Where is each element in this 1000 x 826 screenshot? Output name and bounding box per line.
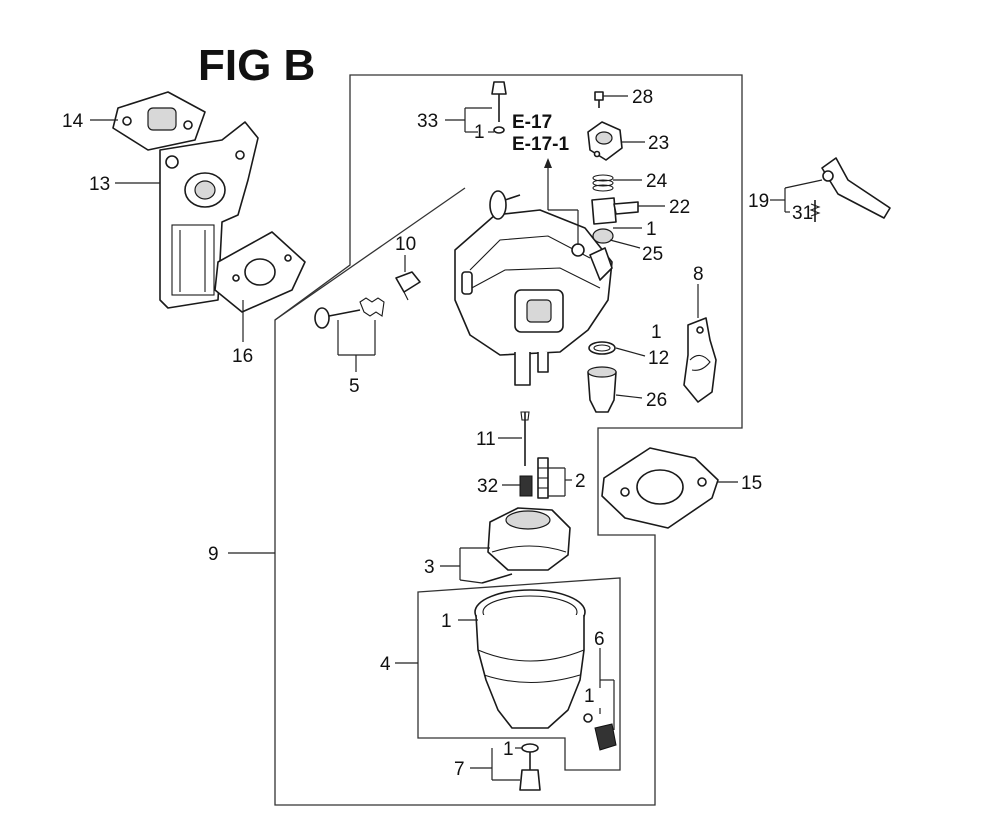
needle-part-11 — [520, 411, 530, 466]
drain-screw-part-6 — [583, 713, 617, 751]
screw-part-33 — [491, 81, 507, 134]
label-6: 6 — [594, 629, 605, 650]
label-24: 24 — [646, 171, 668, 192]
label-15: 15 — [741, 473, 762, 494]
spring-part-24 — [592, 174, 614, 192]
label-1-bolt: 1 — [503, 739, 514, 760]
carburetor-body — [454, 190, 613, 386]
bolt-part-7 — [519, 743, 541, 791]
lever-part-19 — [809, 157, 891, 222]
gasket-part-15 — [601, 447, 719, 529]
label-22: 22 — [669, 197, 690, 218]
cap-part-23 — [587, 121, 623, 161]
label-4: 4 — [380, 654, 391, 675]
label-1-mid: 1 — [651, 322, 662, 343]
pilot-screw-part-5 — [314, 297, 385, 329]
label-10: 10 — [395, 234, 416, 255]
leader-lines — [90, 95, 823, 781]
gasket-part-16 — [214, 231, 306, 313]
label-25: 25 — [642, 244, 663, 265]
label-2: 2 — [575, 471, 586, 492]
frame-diagonal — [274, 187, 466, 321]
label-3: 3 — [424, 557, 435, 578]
float-bowl-frame — [417, 577, 621, 771]
bracket-part-8 — [683, 317, 717, 403]
label-14: 14 — [62, 111, 84, 132]
float-bowl-part-4 — [474, 589, 586, 729]
label-33: 33 — [417, 111, 438, 132]
screw-part-28 — [594, 91, 604, 108]
valve-part-22 — [591, 197, 639, 225]
jet-part-2 — [537, 457, 549, 499]
jet-part-26 — [587, 366, 617, 413]
label-13: 13 — [89, 174, 110, 195]
label-28: 28 — [632, 87, 653, 108]
label-26: 26 — [646, 390, 667, 411]
label-32: 32 — [477, 476, 498, 497]
label-11: 11 — [476, 429, 496, 450]
label-1-upper: 1 — [646, 219, 657, 240]
label-1-bowl: 1 — [441, 611, 452, 632]
label-16: 16 — [232, 346, 253, 367]
label-7: 7 — [454, 759, 465, 780]
label-e17: E-17 — [512, 112, 552, 133]
seal-part-25 — [592, 228, 614, 244]
label-e17-1: E-17-1 — [512, 134, 569, 155]
label-23: 23 — [648, 133, 669, 154]
label-31: 31 — [792, 203, 813, 224]
jet-part-32 — [519, 475, 533, 497]
label-9: 9 — [208, 544, 219, 565]
bracket-part-13 — [159, 121, 259, 309]
gasket-part-14 — [112, 91, 206, 151]
assembly-frame — [274, 74, 743, 806]
label-1-drain: 1 — [584, 686, 595, 707]
screw-part-10 — [395, 271, 421, 301]
label-19: 19 — [748, 191, 769, 212]
label-1-e17: 1 — [474, 122, 485, 143]
figure-title: FIG B — [198, 41, 315, 90]
label-5: 5 — [349, 376, 360, 397]
label-8: 8 — [693, 264, 704, 285]
label-12: 12 — [648, 348, 669, 369]
o-ring-part-12 — [588, 341, 616, 355]
float-part-3 — [481, 507, 571, 584]
